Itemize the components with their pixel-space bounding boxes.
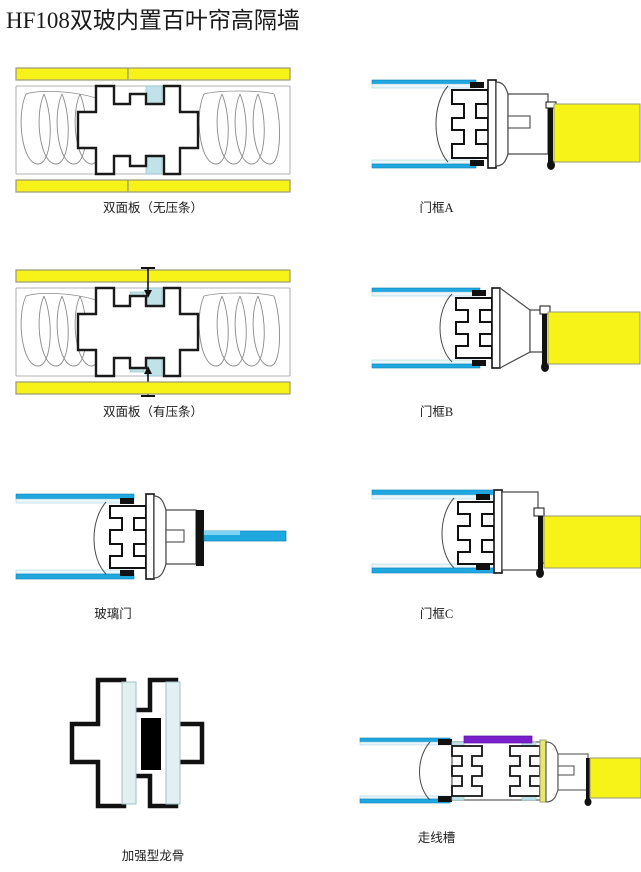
glass-pane-left (121, 681, 137, 805)
clip-arrow-bottom (470, 160, 484, 166)
door-frame-body-tapered (499, 286, 531, 369)
yellow-panel-top (15, 269, 291, 283)
figure-caption: 走线槽 (417, 831, 456, 845)
figure-reinforced-keel: 加强型龙骨 (8, 668, 298, 868)
aluminium-mullion-profile (76, 84, 200, 176)
yellow-panel-bottom (15, 381, 291, 395)
door-frame-body (545, 741, 559, 803)
figure-double-sided-panel-no-bead: 双面板（无压条） (8, 60, 298, 220)
figure-glass-door: 玻璃门 (8, 466, 298, 626)
frame-web (493, 489, 503, 574)
wall-section-drawing-no-bead (15, 67, 291, 193)
louver-blind-right (198, 90, 280, 165)
frame-notch (557, 765, 575, 776)
frame-web (539, 739, 547, 803)
door-jamb-body (153, 495, 167, 579)
door-frame-body (495, 81, 509, 167)
clip-arrow-top (470, 82, 484, 88)
figure-door-frame-b: 门框B (352, 262, 641, 427)
figure-caption: 双面板（无压条） (102, 201, 203, 215)
spring-bracket (435, 85, 449, 163)
figure-caption: 玻璃门 (94, 607, 132, 621)
figure-door-frame-c: 门框C (352, 466, 641, 626)
mullion-profile (457, 501, 495, 565)
spring-bracket (441, 497, 455, 569)
glass-door-drawing (15, 493, 287, 580)
yellow-door-leaf (547, 311, 641, 365)
yellow-panel-top (15, 67, 291, 81)
door-frame-c-drawing (371, 489, 641, 578)
yellow-panel-bottom (15, 179, 291, 193)
figure-door-frame-a: 门框A (352, 60, 641, 220)
glass-strip-bottom (15, 569, 135, 580)
reinforced-keel-drawing (69, 677, 205, 809)
seal-strip (584, 758, 592, 806)
mullion-profile-left (451, 745, 483, 797)
seal-strip (539, 305, 551, 372)
page-title: HF108双玻内置百叶帘高隔墙 (6, 8, 300, 33)
purple-cable-cover (463, 735, 533, 744)
glass-pane-right (165, 681, 181, 805)
glass-strip-top (371, 287, 481, 297)
yellow-door-leaf (589, 757, 641, 799)
figure-cable-trough: 走线槽 (352, 712, 641, 862)
glass-strip-bottom (371, 359, 481, 369)
louver-blind-left (20, 90, 101, 165)
clip-arrow-bottom (120, 570, 134, 576)
core-black-bar (141, 718, 161, 770)
clip-arrow-bottom (472, 360, 486, 366)
clip-arrow-top (472, 290, 486, 296)
yellow-door-leaf (553, 103, 641, 163)
glass-strip-bottom (371, 563, 495, 574)
frame-web (145, 493, 155, 580)
spring-bracket (439, 293, 453, 363)
aluminium-mullion-profile (76, 286, 200, 378)
pressure-bead-top (141, 267, 155, 298)
mullion-profile (451, 89, 489, 159)
clip-arrow-top (120, 498, 134, 504)
figure-double-sided-panel-with-bead: 双面板（有压条） (8, 262, 298, 427)
louver-blind-left (20, 292, 101, 367)
door-frame-lip (529, 309, 545, 353)
mullion-profile (109, 505, 147, 569)
black-seal-block (196, 510, 204, 566)
figure-caption: 双面板（有压条） (102, 405, 203, 419)
spring-bracket (93, 501, 107, 575)
glass-strip-top (15, 493, 135, 504)
clip-arrow-bottom (476, 564, 490, 570)
clip-arrow-bottom (438, 796, 452, 802)
frame-notch (507, 115, 531, 129)
yellow-door-leaf (543, 515, 641, 569)
figure-caption: 加强型龙骨 (121, 849, 185, 863)
mullion-profile (455, 297, 493, 359)
keel-outline (69, 677, 205, 809)
figure-caption: 门框C (419, 607, 454, 621)
spring-bracket (419, 741, 431, 801)
frame-web (487, 79, 497, 169)
mullion-profile-right (509, 745, 541, 797)
door-frame-body-square (501, 491, 545, 571)
jamb-notch (165, 529, 185, 543)
glass-strip-bottom (359, 795, 451, 804)
door-frame-a-drawing (371, 79, 641, 170)
door-frame-b-drawing (371, 286, 641, 372)
clip-arrow-top (438, 739, 452, 745)
glass-strip-top (359, 737, 451, 746)
figure-caption: 门框B (419, 405, 454, 419)
glass-door-leaf (203, 530, 287, 542)
glass-strip-top (371, 79, 477, 89)
seal-strip (536, 516, 544, 578)
wall-section-drawing-with-bead (15, 267, 291, 397)
frame-web (491, 287, 501, 369)
glass-strip-top (371, 489, 495, 500)
figure-caption: 门框A (419, 201, 454, 215)
glass-strip-bottom (371, 159, 477, 169)
clip-arrow-top (476, 494, 490, 500)
cable-trough-drawing (359, 735, 641, 806)
frame-lip (533, 507, 545, 517)
louver-blind-right (198, 292, 280, 367)
